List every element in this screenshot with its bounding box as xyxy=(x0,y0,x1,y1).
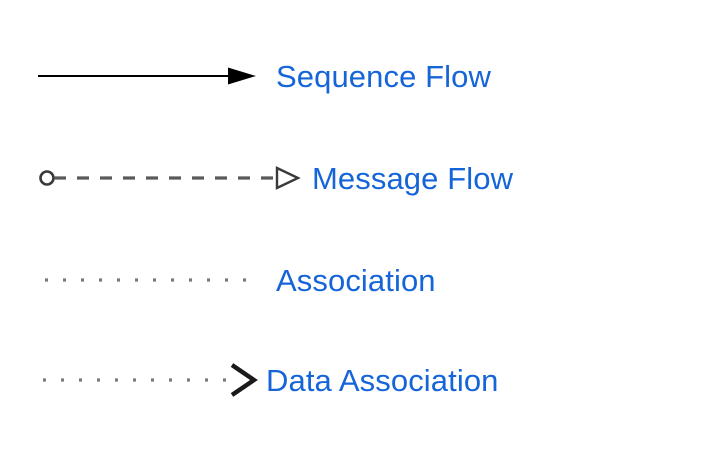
sequence-flow-connector-icon xyxy=(12,48,274,104)
legend-row-association: Association xyxy=(0,252,721,308)
association-connector-icon xyxy=(38,252,260,308)
message-flow-connector-icon xyxy=(34,150,304,206)
legend-row-data-association: Data Association xyxy=(0,352,721,408)
data-association-connector-icon xyxy=(36,352,258,408)
legend-row-message-flow: Message Flow xyxy=(0,150,721,206)
legend-label-data-association: Data Association xyxy=(266,362,499,398)
legend-label-message-flow: Message Flow xyxy=(312,160,514,196)
legend-label-association: Association xyxy=(276,262,436,298)
legend-label-sequence-flow: Sequence Flow xyxy=(276,58,491,94)
legend-row-sequence-flow: Sequence Flow xyxy=(0,48,721,104)
